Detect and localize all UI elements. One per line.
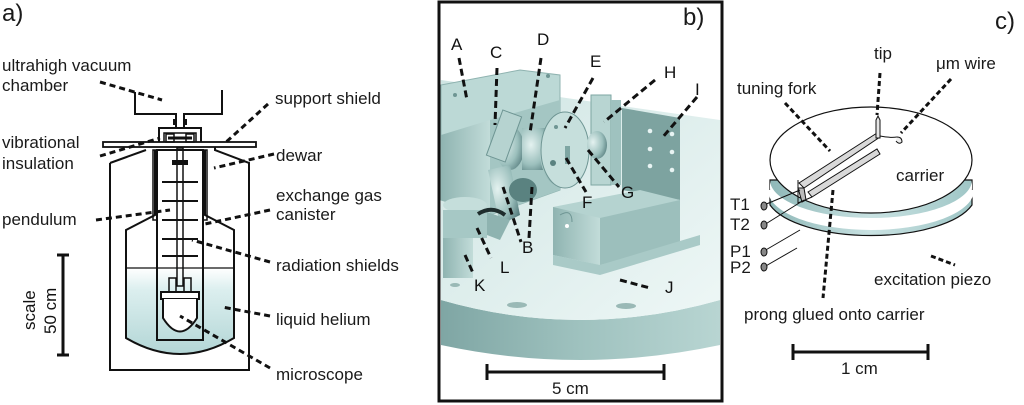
part-label-K: K [474, 276, 486, 295]
leader-lines-b [457, 57, 699, 290]
part-label-C: C [490, 43, 503, 62]
scale-bar-b [485, 364, 666, 380]
part-label-L: L [500, 258, 510, 277]
part-label-A: A [451, 35, 463, 54]
label-exchange-gas-line2: canister [276, 205, 336, 224]
part-label-E: E [590, 52, 602, 71]
label-support-shield: support shield [275, 89, 381, 108]
label-um-wire: μm wire [936, 54, 996, 73]
part-label-G: G [621, 183, 635, 202]
scale-bar-c [791, 344, 930, 360]
microscope-body [162, 299, 198, 333]
label-excitation-piezo: excitation piezo [874, 270, 992, 289]
dewar-outer [109, 147, 250, 371]
scale-label-c: 1 cm [841, 359, 878, 378]
pendulum-rod [176, 147, 184, 287]
um-wire [895, 136, 903, 144]
label-microscope: microscope [276, 365, 363, 384]
scale-label-b: 5 cm [552, 379, 589, 398]
contact-label-P2: P2 [730, 258, 751, 277]
support-shield-plate [102, 141, 257, 148]
label-carrier: carrier [896, 166, 945, 185]
leader-lines-a [95, 80, 275, 370]
contact-pins [760, 201, 768, 272]
cryostat-diagram [57, 80, 275, 371]
label-liquid-helium: liquid helium [276, 310, 371, 329]
contact-label-T1: T1 [730, 195, 750, 214]
tip [875, 114, 881, 139]
part-label-F: F [582, 193, 593, 212]
part-label-H: H [664, 63, 677, 82]
part-label-I: I [695, 80, 700, 99]
part-label-D: D [537, 30, 550, 49]
label-tip: tip [874, 44, 892, 63]
part-label-B: B [522, 238, 534, 257]
label-vibrational-insulation-line1: vibrational [2, 133, 80, 152]
exchange-gas-canister [156, 149, 204, 341]
label-radiation-shields: radiation shields [276, 256, 399, 275]
render-body [440, 69, 720, 360]
label-dewar: dewar [276, 146, 323, 165]
label-tuning-fork: tuning fork [737, 79, 817, 98]
leader-lines-c [783, 72, 956, 299]
contact-label-P1: P1 [730, 242, 751, 261]
panel-b-letter: b) [683, 4, 705, 31]
inner-vessel [125, 150, 235, 355]
contact-wires [763, 189, 805, 268]
label-vibrational-insulation-line2: insulation [2, 154, 74, 173]
label-uhv-chamber-line1: ultrahigh vacuum [2, 56, 132, 75]
label-prong-glued: prong glued onto carrier [744, 305, 925, 324]
panel-c-letter: c) [995, 8, 1015, 35]
panel-a-letter: a) [2, 0, 24, 27]
scale-bar-a [57, 253, 69, 357]
part-label-J: J [665, 278, 674, 297]
label-pendulum: pendulum [2, 210, 77, 229]
label-exchange-gas-line1: exchange gas [276, 186, 382, 205]
radiation-shields [162, 181, 198, 257]
label-uhv-chamber-line2: chamber [2, 76, 69, 95]
tuning-fork [797, 132, 881, 204]
contact-label-T2: T2 [730, 215, 750, 234]
